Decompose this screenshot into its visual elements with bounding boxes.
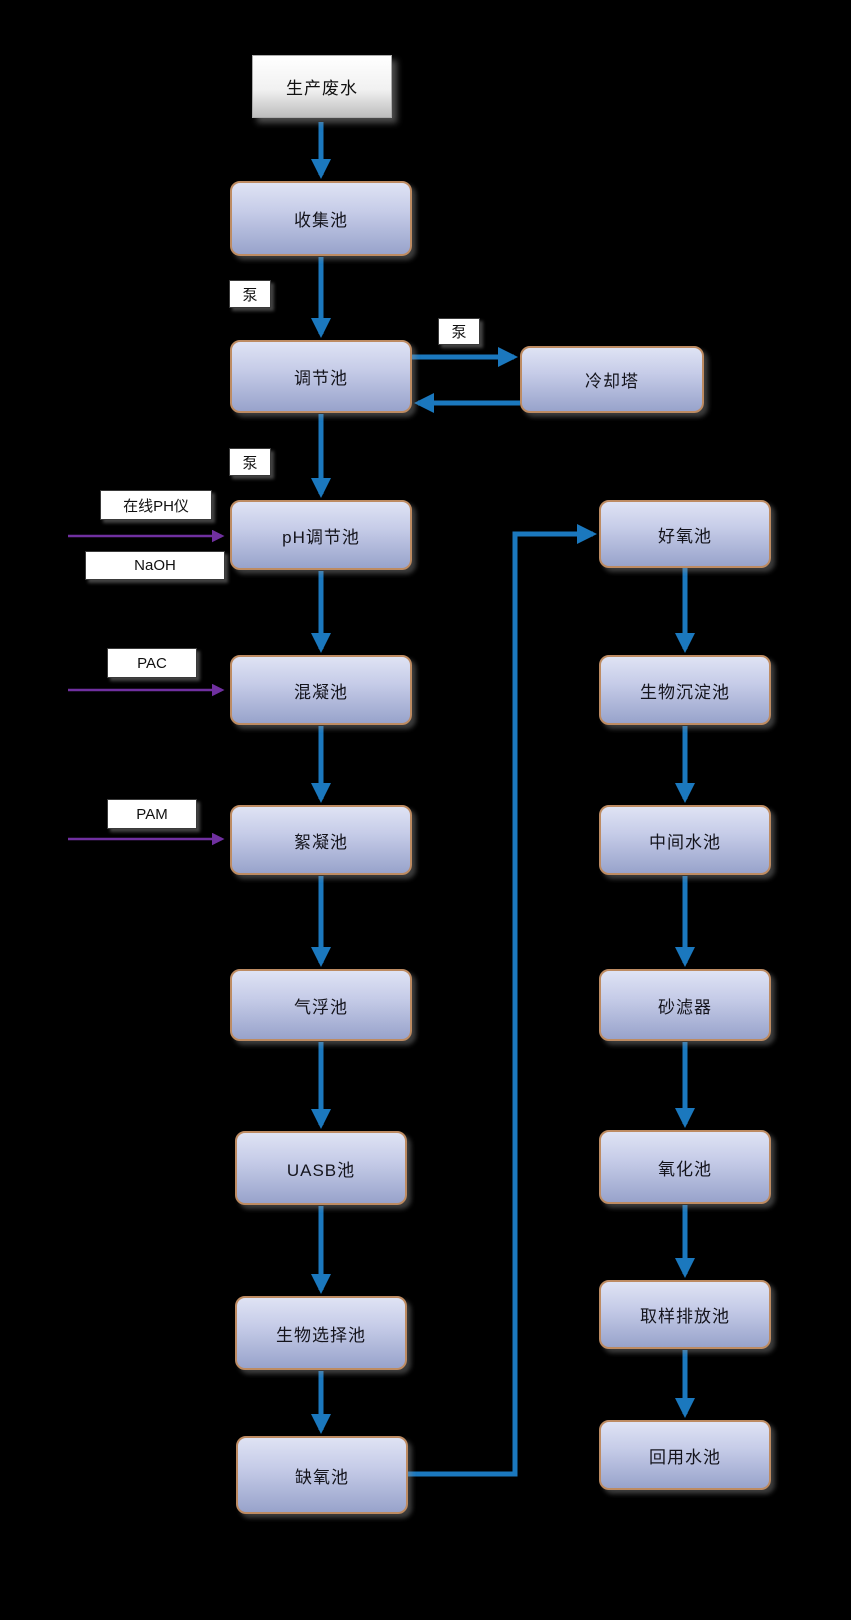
node-label: 中间水池: [649, 832, 721, 852]
node-coagulation-tank: 混凝池: [230, 655, 412, 725]
node-intermediate-tank: 中间水池: [599, 805, 771, 875]
pump-label-2: 泵: [438, 318, 480, 345]
node-label: 絮凝池: [294, 832, 348, 852]
node-uasb-tank: UASB池: [235, 1131, 407, 1205]
node-production-wastewater: 生产废水: [252, 55, 392, 118]
node-label: 回用水池: [649, 1447, 721, 1467]
node-label: 缺氧池: [295, 1467, 349, 1487]
node-reuse-water-tank: 回用水池: [599, 1420, 771, 1490]
chemical-label-text: 在线PH仪: [123, 497, 189, 515]
node-label: 生产废水: [286, 79, 358, 98]
node-label: 氧化池: [658, 1159, 712, 1179]
node-label: pH调节池: [282, 527, 360, 547]
node-collection-tank: 收集池: [230, 181, 412, 256]
node-regulation-tank: 调节池: [230, 340, 412, 413]
chemical-label-text: PAC: [137, 654, 167, 672]
node-anoxic-tank: 缺氧池: [236, 1436, 408, 1514]
node-ph-adjust-tank: pH调节池: [230, 500, 412, 570]
node-label: 冷却塔: [585, 372, 639, 391]
node-label: 取样排放池: [640, 1307, 730, 1326]
pac-label: PAC: [107, 648, 197, 678]
node-label: 生物选择池: [276, 1325, 366, 1345]
node-sampling-discharge-tank: 取样排放池: [599, 1280, 771, 1349]
node-label: UASB池: [286, 1160, 356, 1180]
node-cooling-tower: 冷却塔: [520, 346, 704, 413]
pump-label-3: 泵: [229, 448, 271, 476]
chemical-label-text: PAM: [136, 805, 168, 823]
node-label: 砂滤器: [658, 997, 712, 1017]
node-flocculation-tank: 絮凝池: [230, 805, 412, 875]
node-label: 生物沉淀池: [640, 682, 730, 702]
node-bio-selection-tank: 生物选择池: [235, 1296, 407, 1370]
chemical-label-text: NaOH: [134, 557, 176, 574]
online-ph-meter-label: 在线PH仪: [100, 490, 212, 520]
node-oxidation-tank: 氧化池: [599, 1130, 771, 1204]
pump-label-text: 泵: [451, 324, 467, 341]
node-label: 好氧池: [658, 526, 712, 546]
node-sand-filter: 砂滤器: [599, 969, 771, 1041]
node-label: 混凝池: [294, 682, 348, 702]
pump-label-1: 泵: [229, 280, 271, 308]
node-aerobic-tank: 好氧池: [599, 500, 771, 568]
node-bio-sedimentation-tank: 生物沉淀池: [599, 655, 771, 725]
node-label: 收集池: [294, 211, 348, 230]
node-air-flotation-tank: 气浮池: [230, 969, 412, 1041]
arrow-anoxic-to-aerobic: [408, 524, 597, 1477]
pump-label-text: 泵: [242, 454, 258, 472]
pump-label-text: 泵: [242, 286, 258, 304]
naoh-label: NaOH: [85, 551, 225, 580]
pam-label: PAM: [107, 799, 197, 829]
node-label: 气浮池: [294, 997, 348, 1017]
node-label: 调节池: [294, 369, 348, 388]
